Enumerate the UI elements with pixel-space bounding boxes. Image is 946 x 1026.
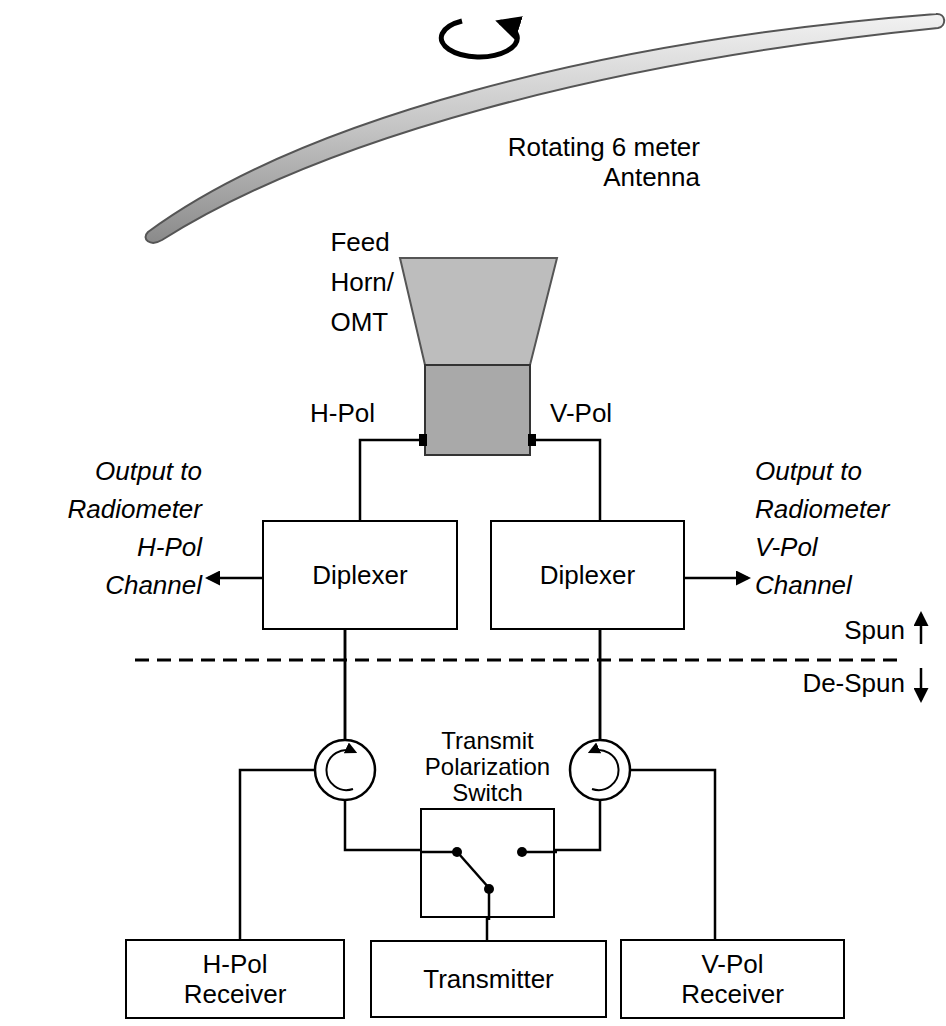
switch-lever xyxy=(459,854,489,888)
component-box: Transmitter xyxy=(370,940,607,1018)
despun-arrow xyxy=(920,668,923,700)
output-label: Output to Radiometer H-Pol Channel xyxy=(52,452,202,604)
component-box: Diplexer xyxy=(490,520,685,630)
component-name: Transmitter xyxy=(423,964,554,994)
port-flange xyxy=(419,434,427,446)
circulator-symbol xyxy=(315,740,375,800)
signal-wire xyxy=(486,918,489,940)
feed-horn: Feed Horn/ OMT xyxy=(400,258,557,455)
switch-wire xyxy=(422,851,455,854)
region-label: Spun xyxy=(844,615,905,645)
switch-contact xyxy=(484,884,494,894)
antenna-dish xyxy=(146,14,945,243)
component-box: H-Pol Receiver xyxy=(125,939,345,1019)
port-flange xyxy=(528,434,536,446)
switch-heading: Transmit Polarization Switch xyxy=(425,728,550,806)
switch-contact xyxy=(452,847,462,857)
switch-wire xyxy=(488,890,491,920)
output-arrow xyxy=(208,577,262,580)
circulator-symbol xyxy=(570,740,630,800)
component-box: Diplexer xyxy=(262,520,458,630)
horn-flare xyxy=(400,258,557,365)
signal-wire xyxy=(345,630,420,850)
port-label: V-Pol xyxy=(550,398,612,428)
component-name: Feed Horn/ OMT xyxy=(330,222,394,342)
horn-heading: Feed Horn/ OMT xyxy=(330,222,394,342)
switch-contact xyxy=(517,847,527,857)
circulator-arrow xyxy=(326,750,355,790)
component-name: Transmit Polarization Switch xyxy=(425,728,550,806)
horn-shape xyxy=(400,258,557,455)
signal-wire xyxy=(360,440,425,520)
switch-symbol xyxy=(422,810,553,916)
antenna-label: Rotating 6 meter Antenna xyxy=(500,132,700,192)
component-box: V-Pol Receiver xyxy=(620,939,845,1019)
spin-boundary xyxy=(135,659,905,662)
output-arrow xyxy=(685,577,748,580)
signal-wire xyxy=(530,440,600,520)
component-name: V-Pol Receiver xyxy=(681,949,784,1009)
output-label: Output to Radiometer V-Pol Channel xyxy=(755,452,915,604)
polarization-switch: Transmit Polarization Switch xyxy=(420,808,555,918)
component-name: H-Pol Receiver xyxy=(184,949,287,1009)
circulator-arrow xyxy=(590,750,619,790)
spun-arrow xyxy=(920,614,923,644)
omt-body xyxy=(425,365,530,455)
region-label: De-Spun xyxy=(802,668,905,698)
port-label: H-Pol xyxy=(310,398,375,428)
component-name: Diplexer xyxy=(312,560,407,590)
rotation-arrow xyxy=(441,21,517,57)
switch-wire xyxy=(522,851,557,854)
component-name: Diplexer xyxy=(540,560,635,590)
